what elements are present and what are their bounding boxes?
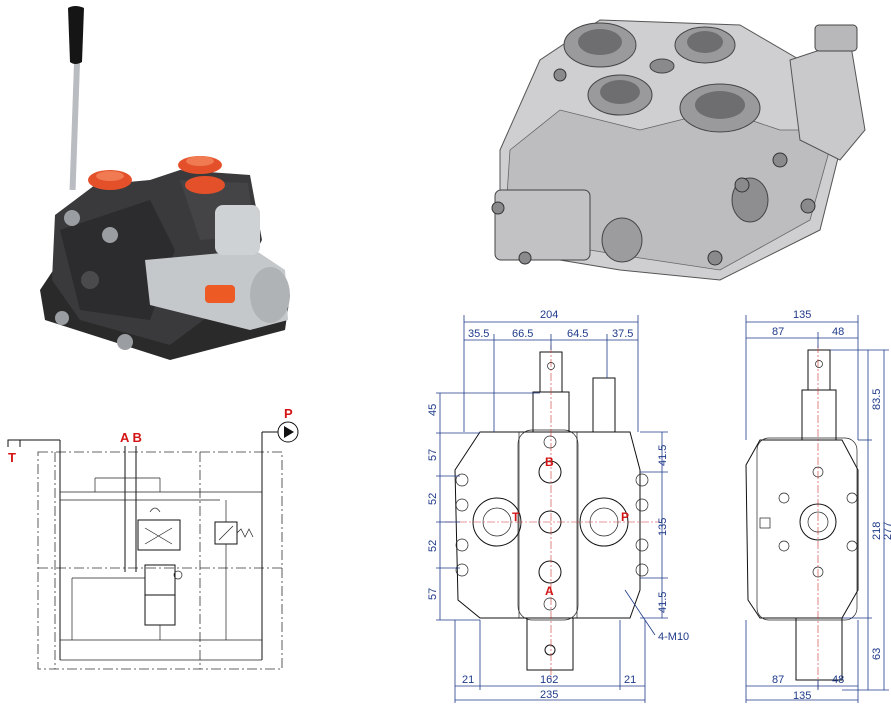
dim-side-83-5: 83.5	[871, 389, 883, 410]
port-label-p-front: P	[621, 510, 629, 524]
dim-side-277: 277	[882, 522, 891, 540]
dim-bottom-21b: 21	[624, 674, 636, 686]
port-label-b: B	[545, 455, 554, 469]
dim-left-52a: 52	[427, 493, 439, 505]
front-view-drawing: B T P A 204 35.5 66.5 64.5 37.5 45 57 52…	[427, 309, 689, 703]
dim-top-35-5: 35.5	[468, 328, 489, 340]
dim-right-41-5a: 41.5	[657, 445, 669, 466]
port-label-ab: A B	[120, 430, 142, 445]
port-label-t: T	[8, 450, 16, 465]
dim-left-57a: 57	[427, 449, 439, 461]
dim-right-41-5b: 41.5	[657, 592, 669, 613]
dim-side-top-87: 87	[772, 326, 784, 338]
valve-body-render	[491, 19, 866, 281]
dim-left-52b: 52	[427, 540, 439, 552]
dim-left-57b: 57	[427, 588, 439, 600]
dim-side-218: 218	[871, 522, 883, 540]
dim-top-66-5: 66.5	[512, 328, 533, 340]
dim-top-64-5: 64.5	[567, 328, 588, 340]
dim-side-bottom-48: 48	[832, 674, 844, 686]
dim-side-bottom-87: 87	[772, 674, 784, 686]
dim-bottom-235: 235	[540, 689, 558, 701]
port-label-p: P	[284, 406, 293, 421]
port-label-t-front: T	[512, 510, 520, 524]
dim-side-top-135: 135	[793, 309, 811, 321]
dim-right-135: 135	[657, 518, 669, 536]
dim-left-45: 45	[427, 404, 439, 416]
valve-photo-with-lever	[40, 6, 290, 360]
dim-top-37-5: 37.5	[612, 328, 633, 340]
dim-bottom-21a: 21	[462, 674, 474, 686]
dim-side-top-48: 48	[832, 326, 844, 338]
dim-side-63: 63	[871, 648, 883, 660]
thread-callout: 4-M10	[658, 631, 689, 643]
dim-bottom-162: 162	[540, 674, 558, 686]
dim-side-bottom-135: 135	[793, 690, 811, 702]
side-view-drawing: 135 87 48 83.5 218 277 63 87 48 135	[745, 309, 891, 703]
dim-top-204: 204	[540, 309, 558, 321]
port-label-a: A	[545, 584, 554, 598]
hydraulic-schematic: T P A B	[7, 406, 299, 670]
